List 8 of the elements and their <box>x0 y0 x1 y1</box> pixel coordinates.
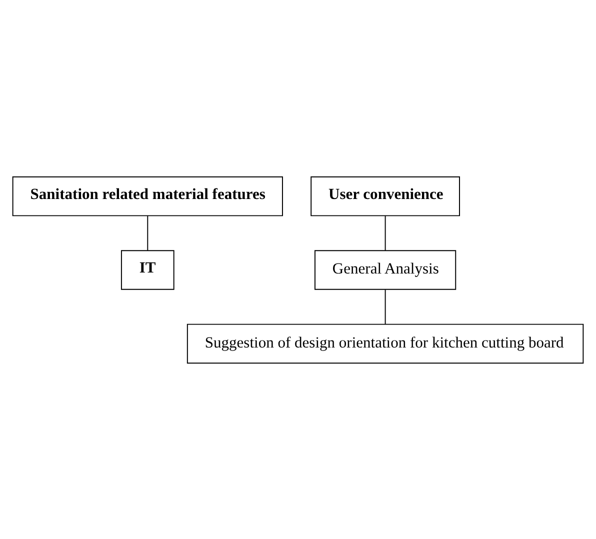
node-box: Sanitation related material features <box>12 176 283 216</box>
node-box: IT <box>120 250 174 290</box>
node-box: User convenience <box>310 176 460 216</box>
node-box: Suggestion of design orientation for kitchen cutting board <box>186 323 584 364</box>
connector <box>384 288 386 324</box>
connector <box>147 215 148 250</box>
connector <box>384 215 386 250</box>
node-box: General Analysis <box>314 250 456 290</box>
